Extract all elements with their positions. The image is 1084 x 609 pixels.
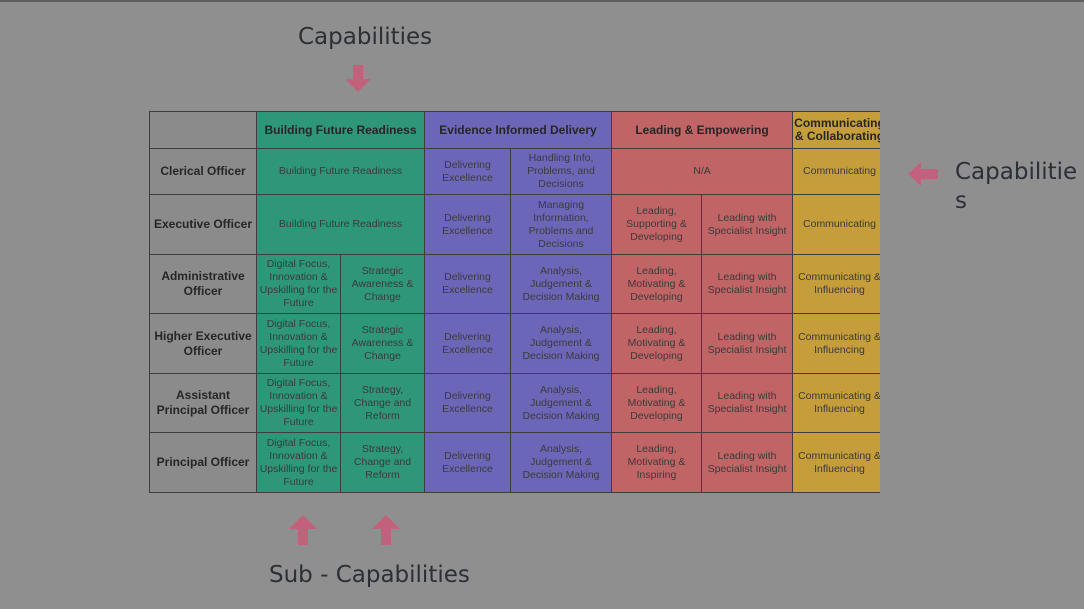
matrix-cell: Communicating & Influencing — [793, 255, 880, 314]
matrix-cell: Communicating — [793, 195, 880, 255]
row-label: Clerical Officer — [150, 149, 257, 195]
capabilities-label-right: Capabilities — [955, 159, 1078, 214]
matrix-cell: Strategy, Change and Reform — [341, 433, 425, 493]
matrix-cell: Handling Info, Problems, and Decisions — [511, 149, 612, 195]
column-header: Leading & Empowering — [612, 112, 793, 149]
top-edge-line — [0, 0, 1084, 2]
matrix-cell: Delivering Excellence — [425, 255, 511, 314]
arrow-down-icon — [345, 65, 371, 92]
column-header — [150, 112, 257, 149]
matrix-cell: Analysis, Judgement & Decision Making — [511, 374, 612, 433]
matrix-cell: Managing Information, Problems and Decis… — [511, 195, 612, 255]
matrix-cell: Strategic Awareness & Change — [341, 314, 425, 374]
matrix-cell: Communicating — [793, 149, 880, 195]
matrix-cell: Leading with Specialist Insight — [702, 314, 793, 374]
matrix-cell: Building Future Readiness — [257, 149, 425, 195]
column-header: Evidence Informed Delivery — [425, 112, 612, 149]
row-label: Higher Executive Officer — [150, 314, 257, 374]
matrix-cell: Communicating & Influencing — [793, 433, 880, 493]
matrix-cell: Delivering Excellence — [425, 195, 511, 255]
row-label: Assistant Principal Officer — [150, 374, 257, 433]
matrix-cell: Delivering Excellence — [425, 374, 511, 433]
matrix-cell: Analysis, Judgement & Decision Making — [511, 314, 612, 374]
matrix-cell: Delivering Excellence — [425, 149, 511, 195]
matrix-cell: Delivering Excellence — [425, 433, 511, 493]
matrix-cell: Leading with Specialist Insight — [702, 255, 793, 314]
matrix-cell: Leading with Specialist Insight — [702, 433, 793, 493]
matrix-cell: Digital Focus, Innovation & Upskilling f… — [257, 433, 341, 493]
matrix-cell: Digital Focus, Innovation & Upskilling f… — [257, 374, 341, 433]
matrix-cell: Strategic Awareness & Change — [341, 255, 425, 314]
matrix-cell: N/A — [612, 149, 793, 195]
matrix-cell: Leading, Motivating & Developing — [612, 255, 702, 314]
matrix-cell: Delivering Excellence — [425, 314, 511, 374]
matrix-cell: Communicating & Influencing — [793, 374, 880, 433]
row-label: Principal Officer — [150, 433, 257, 493]
arrow-up-icon-2 — [372, 515, 400, 545]
matrix-cell: Analysis, Judgement & Decision Making — [511, 255, 612, 314]
matrix-cell: Analysis, Judgement & Decision Making — [511, 433, 612, 493]
matrix-cell: Leading, Supporting & Developing — [612, 195, 702, 255]
row-label: Executive Officer — [150, 195, 257, 255]
matrix-cell: Communicating & Influencing — [793, 314, 880, 374]
matrix-cell: Digital Focus, Innovation & Upskilling f… — [257, 314, 341, 374]
matrix-cell: Digital Focus, Innovation & Upskilling f… — [257, 255, 341, 314]
matrix-cell: Leading, Motivating & Inspiring — [612, 433, 702, 493]
arrow-left-icon — [908, 162, 938, 186]
column-header: Building Future Readiness — [257, 112, 425, 149]
sub-capabilities-label: Sub - Capabilities — [269, 562, 470, 588]
row-label: Administrative Officer — [150, 255, 257, 314]
matrix-cell: Leading, Motivating & Developing — [612, 374, 702, 433]
capabilities-label-top: Capabilities — [298, 24, 433, 50]
arrow-up-icon-1 — [289, 515, 317, 545]
matrix-cell: Building Future Readiness — [257, 195, 425, 255]
matrix-cell: Strategy, Change and Reform — [341, 374, 425, 433]
matrix-cell: Leading, Motivating & Developing — [612, 314, 702, 374]
column-header: Communicating & Collaborating — [793, 112, 880, 149]
matrix-cell: Leading with Specialist Insight — [702, 374, 793, 433]
matrix-cell: Leading with Specialist Insight — [702, 195, 793, 255]
